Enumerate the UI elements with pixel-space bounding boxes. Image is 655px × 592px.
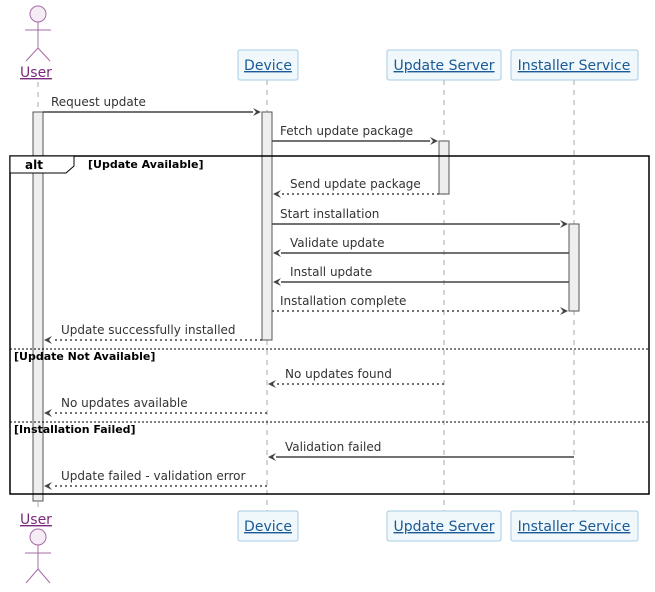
actor-right-leg	[37, 568, 51, 584]
activation-device	[261, 111, 273, 341]
arrowhead-icon	[44, 409, 52, 417]
alt-fragment-tab	[9, 155, 75, 174]
message-label-update-failed-validation-error: Update failed - validation error	[61, 469, 245, 483]
message-label-installation-complete: Installation complete	[280, 294, 406, 308]
actor-label-user-top: User	[20, 65, 52, 81]
message-label-fetch-update-package: Fetch update package	[280, 124, 413, 138]
guard-update-available: [Update Available]	[88, 158, 204, 171]
participant-label-installer-service-top: Installer Service	[518, 58, 631, 74]
message-label-install-update: Install update	[290, 265, 372, 279]
participant-device-bottom[interactable]: Device	[237, 510, 299, 542]
participant-box-update-server-top	[386, 49, 502, 81]
arrowhead-icon	[273, 190, 281, 198]
message-label-validate-update: Validate update	[290, 236, 384, 250]
actor-head-icon	[29, 5, 47, 23]
participant-installer-service-top[interactable]: Installer Service	[510, 49, 639, 81]
actor-label-user-bottom: User	[20, 512, 52, 528]
participant-update-server-bottom[interactable]: Update Server	[386, 510, 502, 542]
alt-keyword: alt	[25, 158, 43, 172]
arrowhead-icon	[268, 380, 276, 388]
actor-head-icon	[29, 528, 47, 546]
participant-update-server-top[interactable]: Update Server	[386, 49, 502, 81]
arrowhead-icon	[560, 307, 568, 315]
arrowhead-icon	[268, 453, 276, 461]
participant-label-installer-service-bottom: Installer Service	[518, 519, 631, 535]
participant-box-installer-service-top	[510, 49, 639, 81]
message-label-validation-failed: Validation failed	[285, 440, 381, 454]
arrowhead-icon	[44, 482, 52, 490]
activation-installer-service	[568, 223, 580, 312]
actor-right-leg	[37, 47, 51, 62]
guard-update-not-available: [Update Not Available]	[14, 350, 155, 363]
arrowhead-icon	[560, 220, 568, 228]
participant-box-device-top	[237, 49, 299, 81]
activation-update-server	[438, 140, 450, 195]
arrowhead-icon	[430, 137, 438, 145]
arrowhead-icon	[273, 249, 281, 257]
participant-box-installer-service-bottom	[510, 510, 639, 542]
participant-label-device-bottom: Device	[244, 519, 292, 535]
participant-box-update-server-bottom	[386, 510, 502, 542]
guard-installation-failed: [Installation Failed]	[14, 423, 136, 436]
message-label-update-successfully-installed: Update successfully installed	[61, 323, 236, 337]
arrowhead-icon	[44, 336, 52, 344]
participant-label-update-server-bottom: Update Server	[393, 519, 494, 535]
actor-left-leg	[25, 47, 39, 62]
participant-installer-service-bottom[interactable]: Installer Service	[510, 510, 639, 542]
arrowhead-icon	[273, 278, 281, 286]
message-label-send-update-package: Send update package	[290, 177, 421, 191]
message-label-no-updates-found: No updates found	[285, 367, 392, 381]
activation-user	[32, 111, 44, 502]
participant-box-device-bottom	[237, 510, 299, 542]
participant-label-device-top: Device	[244, 58, 292, 74]
arrowhead-icon	[253, 108, 261, 116]
participant-label-update-server-top: Update Server	[393, 58, 494, 74]
actor-left-leg	[25, 568, 39, 584]
message-label-no-updates-available: No updates available	[61, 396, 188, 410]
participant-device-top[interactable]: Device	[237, 49, 299, 81]
actor-user-bottom[interactable]: User	[20, 512, 52, 584]
message-label-request-update: Request update	[51, 95, 146, 109]
alt-fragment-frame	[9, 155, 650, 495]
message-label-start-installation: Start installation	[280, 207, 379, 221]
actor-user-top[interactable]: User	[20, 5, 52, 81]
